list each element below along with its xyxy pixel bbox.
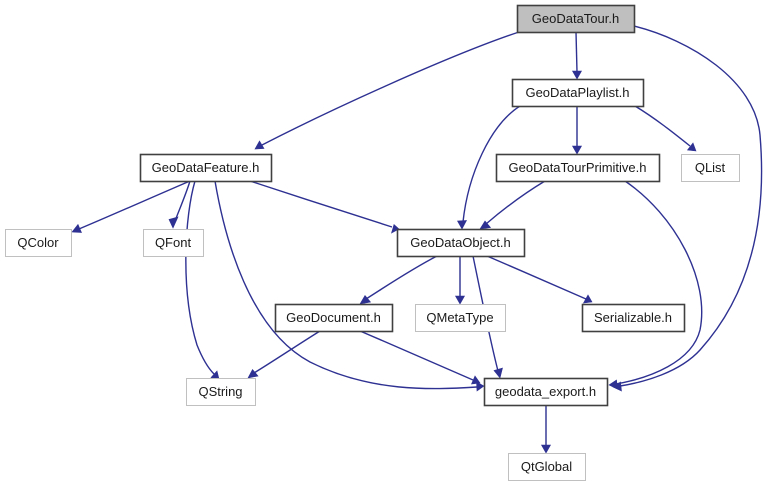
node-qstring[interactable]: QString	[186, 378, 256, 406]
arrowhead-icon	[476, 381, 485, 392]
arrowhead-icon	[686, 142, 697, 152]
node-box[interactable]	[581, 303, 686, 333]
arrowhead-icon	[168, 216, 179, 229]
edge-geodataplaylist-to-geodatatourprimitive	[571, 106, 583, 155]
node-box[interactable]	[139, 153, 273, 183]
arrowhead-icon	[359, 294, 372, 305]
node-box[interactable]	[516, 4, 636, 34]
edge-geodataplaylist-to-geodataobject	[457, 105, 521, 230]
node-geodatafeature[interactable]: GeoDataFeature.h	[139, 153, 273, 183]
arrowhead-icon	[254, 140, 265, 150]
edge-geodata_export-to-qtglobal	[540, 405, 552, 454]
node-geodatatourprimitive[interactable]: GeoDataTourPrimitive.h	[495, 153, 661, 183]
node-qmetatype[interactable]: QMetaType	[415, 304, 506, 332]
arrowhead-icon	[454, 295, 466, 305]
arrowhead-icon	[71, 223, 82, 233]
node-geodataplaylist[interactable]: GeoDataPlaylist.h	[511, 78, 645, 108]
arrowhead-icon	[608, 379, 618, 390]
arrowhead-icon	[391, 223, 400, 234]
node-box[interactable]	[415, 304, 506, 332]
node-box[interactable]	[508, 453, 586, 481]
arrowhead-icon	[582, 294, 593, 304]
node-box[interactable]	[495, 153, 661, 183]
edge-geodatatourprimitive-to-geodata_export	[608, 180, 703, 390]
arrowhead-icon	[457, 220, 468, 230]
edge-geodatafeature-to-geodataobject	[249, 180, 400, 234]
edge-geodatafeature-to-qfont	[168, 180, 191, 229]
edge-geodocument-to-geodata_export	[359, 330, 481, 385]
node-geodataobject[interactable]: GeoDataObject.h	[396, 228, 526, 258]
node-qtglobal[interactable]: QtGlobal	[508, 453, 586, 481]
node-geodatatour[interactable]: GeoDataTour.h	[516, 4, 636, 34]
edge-geodataobject-to-serializable	[486, 255, 593, 304]
arrowhead-icon	[247, 368, 259, 379]
node-box[interactable]	[396, 228, 526, 258]
node-serializable[interactable]: Serializable.h	[581, 303, 686, 333]
edge-geodocument-to-qstring	[247, 330, 321, 379]
edge-geodatafeature-to-qstring	[185, 180, 220, 380]
node-box[interactable]	[483, 377, 609, 407]
node-qcolor[interactable]: QColor	[5, 229, 72, 257]
arrowhead-icon	[540, 444, 552, 454]
node-box[interactable]	[5, 229, 72, 257]
node-geodocument[interactable]: GeoDocument.h	[274, 303, 394, 333]
node-box[interactable]	[274, 303, 394, 333]
arrowhead-icon	[571, 145, 583, 155]
edge-geodataplaylist-to-qlist	[634, 105, 697, 152]
node-box[interactable]	[143, 229, 204, 257]
arrowhead-icon	[493, 367, 503, 379]
arrowhead-icon	[471, 375, 481, 385]
edge-geodatafeature-to-qcolor	[71, 180, 191, 233]
node-geodata_export[interactable]: geodata_export.h	[483, 377, 609, 407]
node-layer: GeoDataTour.hGeoDataPlaylist.hGeoDataTou…	[5, 4, 740, 481]
node-box[interactable]	[186, 378, 256, 406]
edge-layer	[71, 25, 763, 454]
arrowhead-icon	[479, 220, 492, 230]
node-qlist[interactable]: QList	[681, 154, 740, 182]
edge-geodataobject-to-geodocument	[359, 255, 438, 305]
node-box[interactable]	[511, 78, 645, 108]
node-qfont[interactable]: QFont	[143, 229, 204, 257]
edge-geodatatourprimitive-to-geodataobject	[479, 180, 546, 230]
arrowhead-icon	[571, 70, 583, 80]
edge-geodatatour-to-geodatafeature	[254, 31, 520, 150]
edge-geodataobject-to-qmetatype	[454, 256, 466, 305]
node-box[interactable]	[681, 154, 740, 182]
edge-geodatatour-to-geodataplaylist	[571, 31, 583, 80]
edge-geodatafeature-to-geodata_export	[214, 180, 485, 392]
